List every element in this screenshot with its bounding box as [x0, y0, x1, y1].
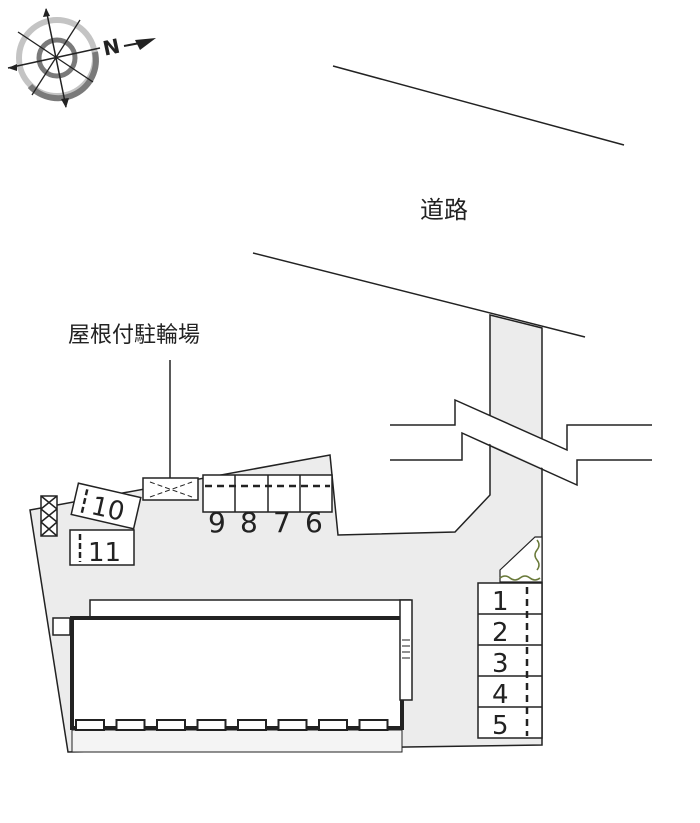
bicycle-parking-label: 屋根付駐輪場: [68, 323, 200, 348]
stairs-icon: [402, 639, 410, 659]
parking-space-2: 2: [492, 618, 509, 648]
building: [52, 599, 413, 753]
covered-bicycle-parking: [142, 477, 199, 501]
balcony: [358, 719, 389, 731]
parking-space-6: 6: [305, 506, 323, 539]
parking-space-10: 10: [88, 491, 127, 528]
parking-space-3: 3: [492, 649, 509, 679]
parking-space-9: 9: [208, 506, 226, 539]
parking-space-10-box: 10: [70, 482, 142, 530]
road-break-symbol: [390, 398, 652, 487]
storage-box: [40, 495, 58, 537]
balcony: [277, 719, 308, 731]
road-label: 道路: [420, 196, 468, 224]
parking-space-11-box: 11: [69, 529, 135, 568]
parking-space-7: 7: [273, 506, 291, 539]
balcony: [115, 719, 146, 731]
balcony: [237, 719, 267, 731]
parking-row-top: 9 8 7 6: [202, 474, 333, 539]
planting-area: [499, 536, 543, 583]
parking-column-right: 1 2 3 4 5: [477, 582, 543, 741]
parking-space-8: 8: [240, 506, 258, 539]
parking-space-4: 4: [492, 680, 509, 710]
parking-space-1: 1: [492, 587, 509, 617]
road: [252, 65, 625, 338]
balcony: [156, 719, 186, 731]
balcony: [75, 719, 105, 731]
parking-space-11: 11: [88, 538, 121, 568]
balcony: [318, 719, 348, 731]
balcony: [196, 719, 227, 731]
parking-space-5: 5: [492, 711, 509, 741]
compass-icon: [7, 8, 156, 108]
compass-north-label: N: [101, 34, 122, 61]
